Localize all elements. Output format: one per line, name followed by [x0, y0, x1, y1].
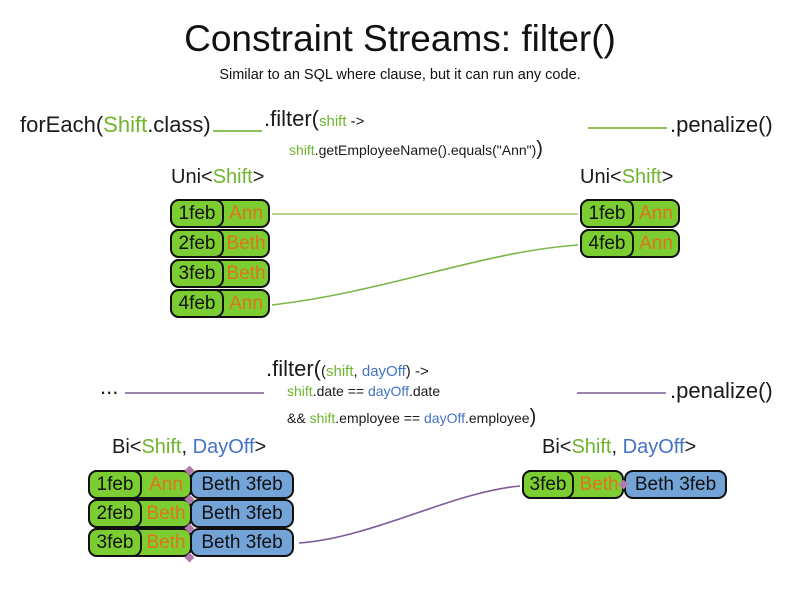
type-token: DayOff — [192, 436, 255, 458]
shift-employee-cell: Beth — [226, 263, 266, 284]
type-token: Uni< — [580, 166, 622, 188]
bi-right-header: Bi<Shift, DayOff> — [542, 436, 696, 459]
code-penalize-top: .penalize() — [670, 112, 773, 137]
uni-right-table: 1feb Ann 4feb Ann — [580, 199, 680, 259]
dayoff-cell: Beth 3feb — [190, 470, 294, 499]
dayoff-cell: Beth 3feb — [190, 499, 294, 528]
code-token: .class) — [147, 112, 211, 137]
code-token: .employee — [465, 410, 530, 426]
type-token: , — [181, 436, 193, 458]
type-token: DayOff — [622, 436, 685, 458]
code-token: && — [287, 410, 310, 426]
code-token: -> — [346, 113, 365, 130]
type-token: Shift — [571, 436, 612, 458]
uni-left-table: 1feb Ann 2feb Beth 3feb Beth 4feb Ann — [170, 199, 270, 319]
type-token: Shift — [141, 436, 182, 458]
shift-employee-cell: Beth — [579, 474, 619, 495]
code-token: .getEmployeeName().equals("Ann") — [314, 142, 537, 158]
code-token: , — [353, 363, 362, 380]
shift-employee-cell: Ann — [149, 474, 183, 495]
shift-row: 2feb Beth — [170, 229, 270, 258]
shift-employee-cell: Ann — [639, 203, 673, 224]
code-filter-mid-line2: shift.date == dayOff.date — [287, 383, 440, 399]
shift-date-cell: 3feb — [170, 259, 224, 288]
bi-left-header: Bi<Shift, DayOff> — [112, 436, 266, 459]
code-penalize-mid: .penalize() — [670, 378, 773, 403]
code-token: ( — [321, 363, 326, 380]
type-token: > — [252, 166, 265, 188]
shift-date-cell: 2feb — [170, 229, 224, 258]
code-token: .filter( — [264, 106, 319, 131]
code-token: .filter( — [266, 356, 321, 381]
code-token: .date == — [312, 383, 368, 399]
code-token: shift — [309, 410, 336, 426]
shift-employee-cell: Beth — [226, 233, 266, 254]
type-token: , — [611, 436, 623, 458]
dayoff-cell: Beth 3feb — [624, 470, 727, 499]
code-token: -> — [410, 363, 429, 380]
shift-date-cell: 1feb — [580, 199, 634, 228]
type-token: > — [254, 436, 267, 458]
code-token: forEach( — [20, 112, 104, 137]
code-token: .date — [408, 383, 441, 399]
dayoff-cell: Beth 3feb — [190, 528, 294, 557]
shift-date-cell: 2feb — [88, 499, 142, 528]
shift-employee-cell: Ann — [639, 233, 673, 254]
code-token: .employee == — [335, 410, 424, 426]
shift-date-cell: 3feb — [88, 528, 142, 557]
code-foreach: forEach(Shift.class) — [20, 112, 211, 138]
connector-uni-4feb — [271, 244, 579, 306]
type-token: Shift — [212, 166, 253, 188]
shift-employee-cell: Ann — [229, 203, 263, 224]
code-token: dayOff — [424, 410, 465, 426]
code-token: ) — [536, 138, 543, 160]
page-title: Constraint Streams: filter() — [184, 18, 616, 59]
shift-date-cell: 4feb — [170, 289, 224, 318]
shift-row: 4feb Ann — [580, 229, 680, 258]
code-token: shift — [287, 383, 313, 399]
shift-row: 1feb Ann — [580, 199, 680, 228]
shift-date-cell: 1feb — [170, 199, 224, 228]
shift-employee-cell: Beth — [146, 532, 186, 553]
shift-employee-cell: Ann — [229, 293, 263, 314]
type-token: > — [661, 166, 674, 188]
shift-row: 4feb Ann — [170, 289, 270, 318]
shift-employee-cell: Beth — [146, 503, 186, 524]
code-filter-mid-line1: .filter((shift, dayOff) -> — [266, 356, 429, 382]
shift-row: 3feb Beth — [170, 259, 270, 288]
code-filter-top-line1: .filter(shift -> — [264, 106, 364, 132]
page-subtitle: Similar to an SQL where clause, but it c… — [219, 67, 581, 83]
code-filter-top-line2: shift.getEmployeeName().equals("Ann")) — [289, 138, 543, 161]
connector-bi-3feb — [298, 485, 521, 544]
code-token: shift — [319, 113, 347, 130]
uni-left-header: Uni<Shift> — [171, 166, 264, 189]
type-token: > — [684, 436, 697, 458]
shift-fact: 1feb Ann — [88, 470, 192, 499]
code-token: shift — [289, 142, 315, 158]
code-token: Shift — [103, 112, 148, 137]
shift-date-cell: 3feb — [522, 470, 574, 499]
shift-fact: 3feb Beth — [522, 470, 624, 499]
shift-row: 1feb Ann — [170, 199, 270, 228]
bi-left-table: 1feb Ann Beth 3feb 2feb Beth Beth 3feb 3… — [88, 470, 298, 560]
code-token: shift — [326, 363, 354, 380]
type-token: Shift — [621, 166, 662, 188]
code-token: ) — [405, 363, 411, 380]
type-token: Uni< — [171, 166, 213, 188]
shift-date-cell: 4feb — [580, 229, 634, 258]
type-token: Bi< — [542, 436, 572, 458]
code-token: dayOff — [367, 383, 409, 399]
shift-fact: 2feb Beth — [88, 499, 192, 528]
code-ellipsis: ... — [100, 374, 119, 399]
code-filter-mid-line3: && shift.employee == dayOff.employee) — [287, 406, 536, 429]
code-token: dayOff — [361, 363, 406, 380]
uni-right-header: Uni<Shift> — [580, 166, 673, 189]
code-token: ) — [529, 406, 537, 428]
shift-fact: 3feb Beth — [88, 528, 192, 557]
bi-right-table: 3feb Beth Beth 3feb — [522, 470, 732, 500]
type-token: Bi< — [112, 436, 142, 458]
shift-date-cell: 1feb — [88, 470, 142, 499]
